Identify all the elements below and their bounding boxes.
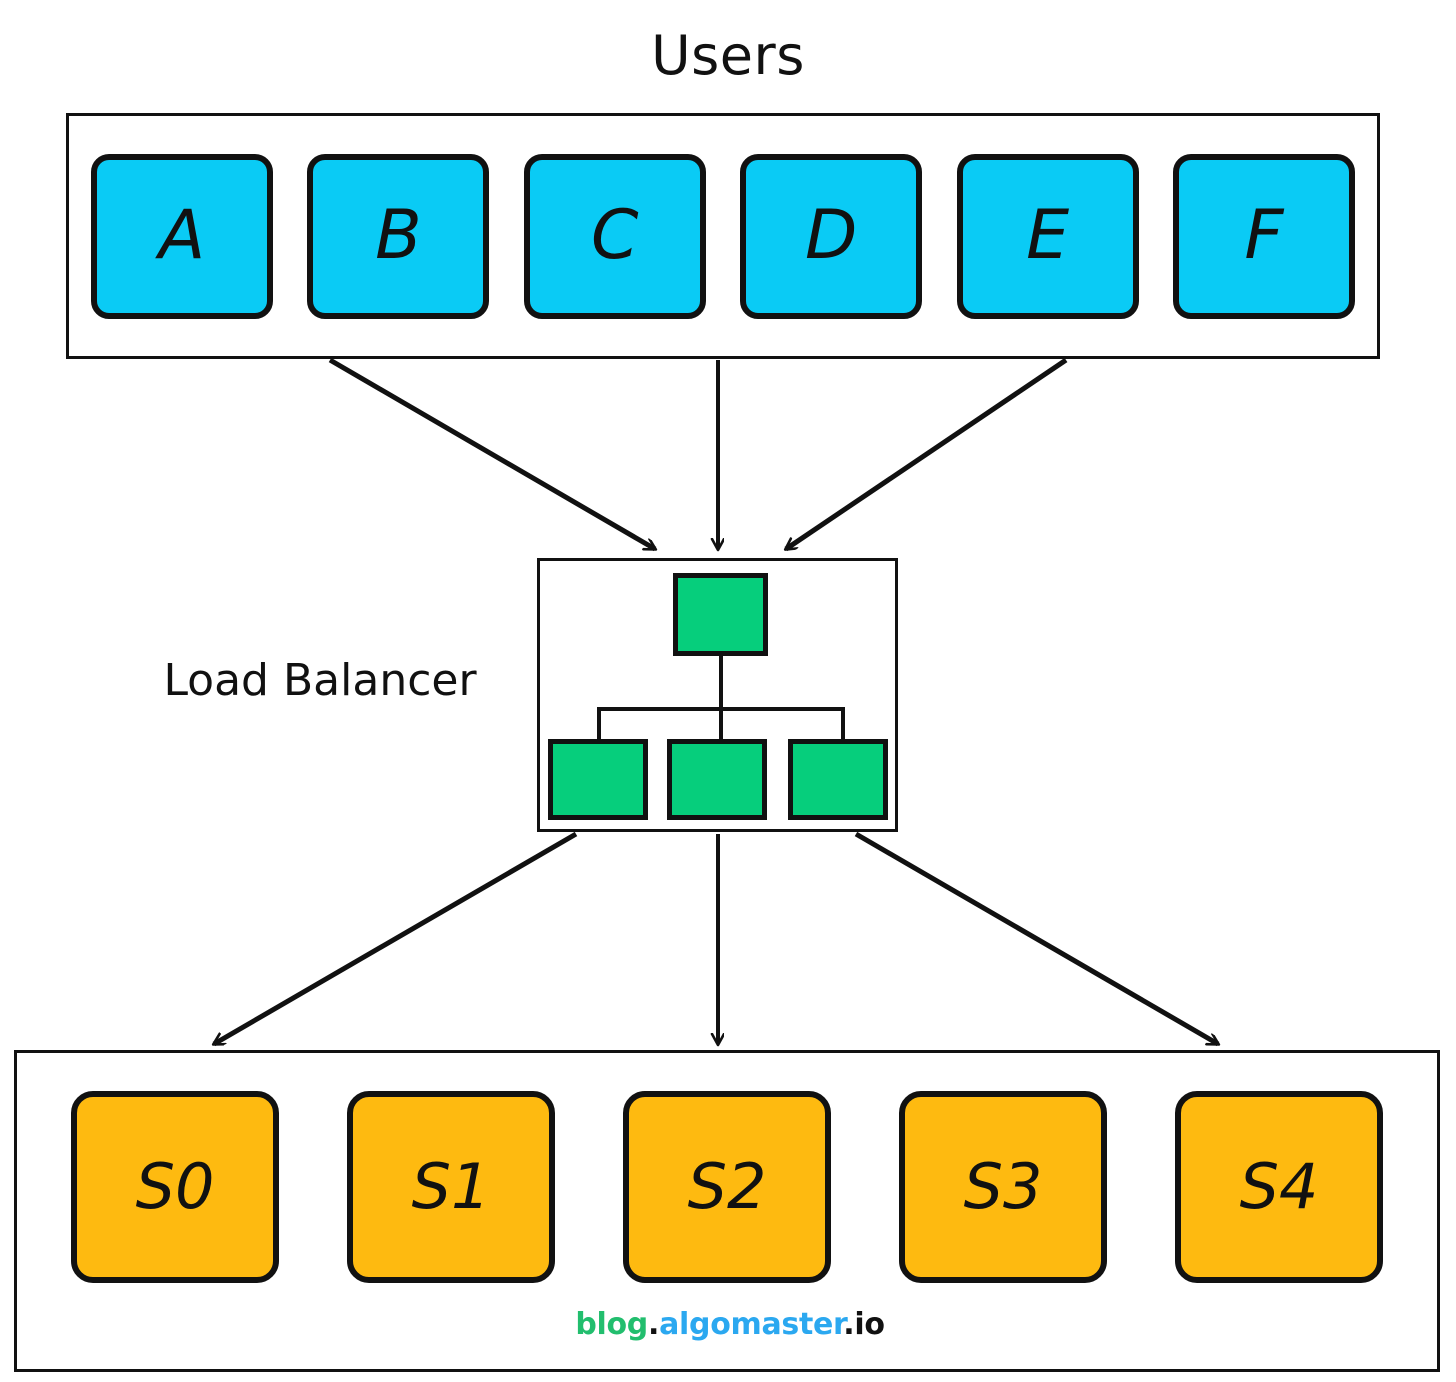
load-balancer-container[interactable] <box>537 558 898 832</box>
edge-users-to-lb-right <box>786 357 1068 552</box>
user-label: C <box>591 196 639 275</box>
server-node-s4[interactable]: S4 <box>1175 1091 1383 1283</box>
user-node-f[interactable]: F <box>1172 153 1355 319</box>
user-node-c[interactable]: C <box>523 153 706 319</box>
server-label: S1 <box>411 1150 491 1223</box>
user-node-a[interactable]: A <box>91 153 273 319</box>
watermark-blog: blog <box>575 1307 648 1342</box>
user-label: A <box>158 196 206 275</box>
hierarchy-node-root <box>673 573 768 656</box>
hierarchy-node-child-2 <box>667 739 767 820</box>
watermark-dot: . <box>647 1307 660 1342</box>
edge-users-to-lb-left <box>328 357 655 552</box>
user-label: B <box>375 196 422 275</box>
server-label: S3 <box>963 1150 1043 1223</box>
hierarchy-wire-drop-right <box>841 707 845 740</box>
hierarchy-icon <box>540 561 895 829</box>
server-node-s0[interactable]: S0 <box>71 1091 279 1283</box>
users-container: A B C D E F <box>66 113 1380 359</box>
server-label: S2 <box>687 1150 767 1223</box>
servers-row: S0 S1 S2 S3 S4 <box>17 1089 1437 1285</box>
hierarchy-wire-bus <box>597 707 845 711</box>
hierarchy-wire-drop-left <box>597 707 601 740</box>
user-label: D <box>804 196 858 275</box>
watermark-io: .io <box>843 1307 885 1342</box>
load-balancer-label: Load Balancer <box>163 655 477 706</box>
hierarchy-wire-stem <box>719 656 723 739</box>
page-title: Users <box>651 24 805 87</box>
user-node-b[interactable]: B <box>307 153 490 319</box>
user-node-e[interactable]: E <box>956 153 1139 319</box>
edge-lb-to-servers-right <box>854 831 1218 1047</box>
server-node-s2[interactable]: S2 <box>623 1091 831 1283</box>
server-node-s1[interactable]: S1 <box>347 1091 555 1283</box>
hierarchy-node-child-3 <box>788 739 888 820</box>
user-label: E <box>1026 196 1070 275</box>
user-label: F <box>1244 196 1284 275</box>
users-row: A B C D E F <box>69 116 1377 356</box>
server-label: S0 <box>135 1150 215 1223</box>
server-node-s3[interactable]: S3 <box>899 1091 1107 1283</box>
servers-container: S0 S1 S2 S3 S4 blog.algomaster.io <box>14 1050 1440 1372</box>
hierarchy-node-child-1 <box>548 739 648 820</box>
watermark-algomaster: algomaster <box>659 1307 844 1342</box>
watermark: blog.algomaster.io <box>17 1307 1443 1342</box>
edge-lb-to-servers-left <box>214 831 578 1047</box>
server-label: S4 <box>1239 1150 1319 1223</box>
user-node-d[interactable]: D <box>740 153 923 319</box>
